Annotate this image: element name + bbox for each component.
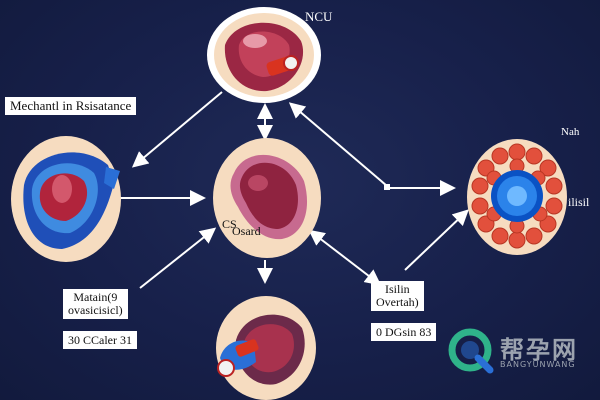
arrow-top-to-left <box>131 91 223 168</box>
bottom-left-label-line2: ovasicisicl) <box>68 303 123 317</box>
right-node-illustration <box>467 139 567 255</box>
left-node-illustration <box>11 136 121 262</box>
bottom-right-label-line2: Overtah) <box>376 295 419 309</box>
center-node-label-line2: Osard <box>232 224 261 238</box>
arrow-center-to-bottomright <box>308 229 382 286</box>
arrow-top-to-right <box>288 102 388 187</box>
bottom-right-label: Isilin Overtah) <box>371 281 424 311</box>
bottom-left-value: 30 CCaler 31 <box>63 331 137 349</box>
top-node-illustration <box>207 7 321 103</box>
right-node-label-side: ilisil <box>568 195 590 209</box>
top-node-label: NCU <box>305 9 333 24</box>
watermark-logo-icon <box>448 328 494 374</box>
left-node-label: Mechantl in Rsisatance <box>5 97 137 115</box>
arrow-junction <box>384 184 390 190</box>
watermark: 帮孕网 BANGYUNWANG <box>448 328 598 374</box>
bottom-right-value: 0 DGsin 83 <box>371 323 437 341</box>
bottom-left-label: Matain(9 ovasicisicl) <box>63 289 128 319</box>
arrow-bottomright-to-right <box>404 209 469 271</box>
bottom-left-label-line1: Matain(9 <box>73 290 118 304</box>
center-node-label-line1: CS <box>222 217 237 231</box>
arrow-bottomleft-to-center <box>139 227 217 289</box>
center-node-illustration <box>213 138 321 258</box>
right-node-label-top: Nah <box>561 126 580 138</box>
watermark-subtitle: BANGYUNWANG <box>500 360 576 369</box>
bottom-right-label-line1: Isilin <box>384 282 410 296</box>
bottom-node-illustration <box>216 296 316 400</box>
watermark-title: 帮孕网 <box>500 336 578 364</box>
